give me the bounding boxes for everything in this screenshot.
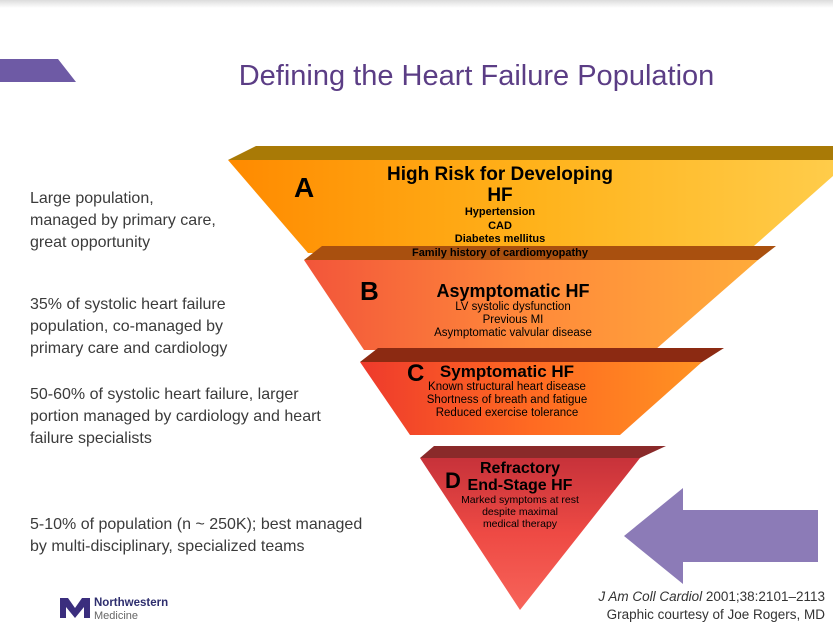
side-note-line: portion managed by cardiology and heart bbox=[30, 408, 321, 425]
side-note-line: primary care and cardiology bbox=[30, 340, 228, 357]
stage-d-detail: despite maximal bbox=[482, 506, 558, 518]
stage-c-detail: Reduced exercise tolerance bbox=[435, 407, 579, 419]
stage-a-heading: High Risk for Developing HF bbox=[387, 164, 613, 206]
stage-b-detail: LV systolic dysfunction bbox=[455, 301, 571, 313]
stage-c-detail: Known structural heart disease bbox=[428, 381, 586, 393]
stage-d-detail: medical therapy bbox=[482, 518, 558, 530]
citation-ref: 2001;38:2101–2113 bbox=[702, 589, 825, 604]
stage-a-detail: Diabetes mellitus bbox=[454, 233, 546, 245]
side-note-stage-a: Large population, managed by primary car… bbox=[30, 188, 216, 254]
stage-d-content: Refractory End-Stage HF Marked symptoms … bbox=[455, 460, 585, 530]
side-note-line: great opportunity bbox=[30, 234, 151, 251]
logo-subname: Medicine bbox=[94, 610, 139, 622]
logo-name: Northwestern bbox=[94, 597, 169, 609]
citation: J Am Coll Cardiol 2001;38:2101–2113 Grap… bbox=[598, 588, 825, 624]
northwestern-medicine-logo bbox=[60, 598, 90, 618]
citation-credit: Graphic courtesy of Joe Rogers, MD bbox=[606, 607, 825, 622]
side-note-line: by multi-disciplinary, specialized teams bbox=[30, 538, 305, 555]
side-note-line: population, co-managed by bbox=[30, 318, 224, 335]
citation-journal: J Am Coll Cardiol bbox=[598, 589, 703, 604]
title-accent-tab bbox=[0, 59, 76, 82]
stage-b-shape bbox=[304, 246, 776, 350]
stage-d-detail: Marked symptoms at rest bbox=[461, 494, 579, 506]
side-note-line: 5-10% of population (n ~ 250K); best man… bbox=[30, 516, 363, 533]
stage-a-content: High Risk for Developing HF Hypertension… bbox=[380, 164, 620, 260]
stage-b-content: Asymptomatic HF LV systolic dysfunction … bbox=[418, 281, 608, 340]
stage-d-heading: End-Stage HF bbox=[467, 477, 573, 494]
side-note-line: failure specialists bbox=[30, 430, 152, 447]
side-note-line: 50-60% of systolic heart failure, larger bbox=[30, 386, 299, 403]
stage-a-letter: A bbox=[294, 172, 315, 203]
side-note-stage-c: 50-60% of systolic heart failure, larger… bbox=[30, 384, 321, 450]
stage-d-letter: D bbox=[445, 468, 461, 493]
side-note-stage-b: 35% of systolic heart failure population… bbox=[30, 294, 227, 360]
side-note-stage-d: 5-10% of population (n ~ 250K); best man… bbox=[30, 514, 362, 558]
side-note-line: 35% of systolic heart failure bbox=[30, 296, 226, 313]
side-note-line: managed by primary care, bbox=[30, 212, 216, 229]
stage-d-shape bbox=[420, 446, 666, 610]
stage-a-detail: Hypertension bbox=[464, 206, 536, 218]
stage-b-heading: Asymptomatic HF bbox=[436, 281, 590, 301]
stage-c-content: Symptomatic HF Known structural heart di… bbox=[418, 362, 596, 420]
stage-b-detail: Previous MI bbox=[482, 314, 544, 326]
stage-b-detail: Asymptomatic valvular disease bbox=[434, 327, 592, 339]
stage-c-shape bbox=[360, 348, 724, 435]
stage-a-shape bbox=[228, 146, 833, 253]
stage-b-letter: B bbox=[360, 276, 379, 306]
side-note-line: Large population, bbox=[30, 190, 154, 207]
stage-c-heading: Symptomatic HF bbox=[439, 362, 575, 381]
stage-d-heading: Refractory bbox=[479, 460, 561, 477]
slide-title: Defining the Heart Failure Population bbox=[238, 60, 715, 92]
stage-a-detail: CAD bbox=[488, 219, 512, 232]
stage-c-detail: Shortness of breath and fatigue bbox=[426, 394, 588, 406]
stage-a-detail: Family history of cardiomyopathy bbox=[411, 246, 589, 259]
stage-c-letter: C bbox=[407, 360, 425, 387]
